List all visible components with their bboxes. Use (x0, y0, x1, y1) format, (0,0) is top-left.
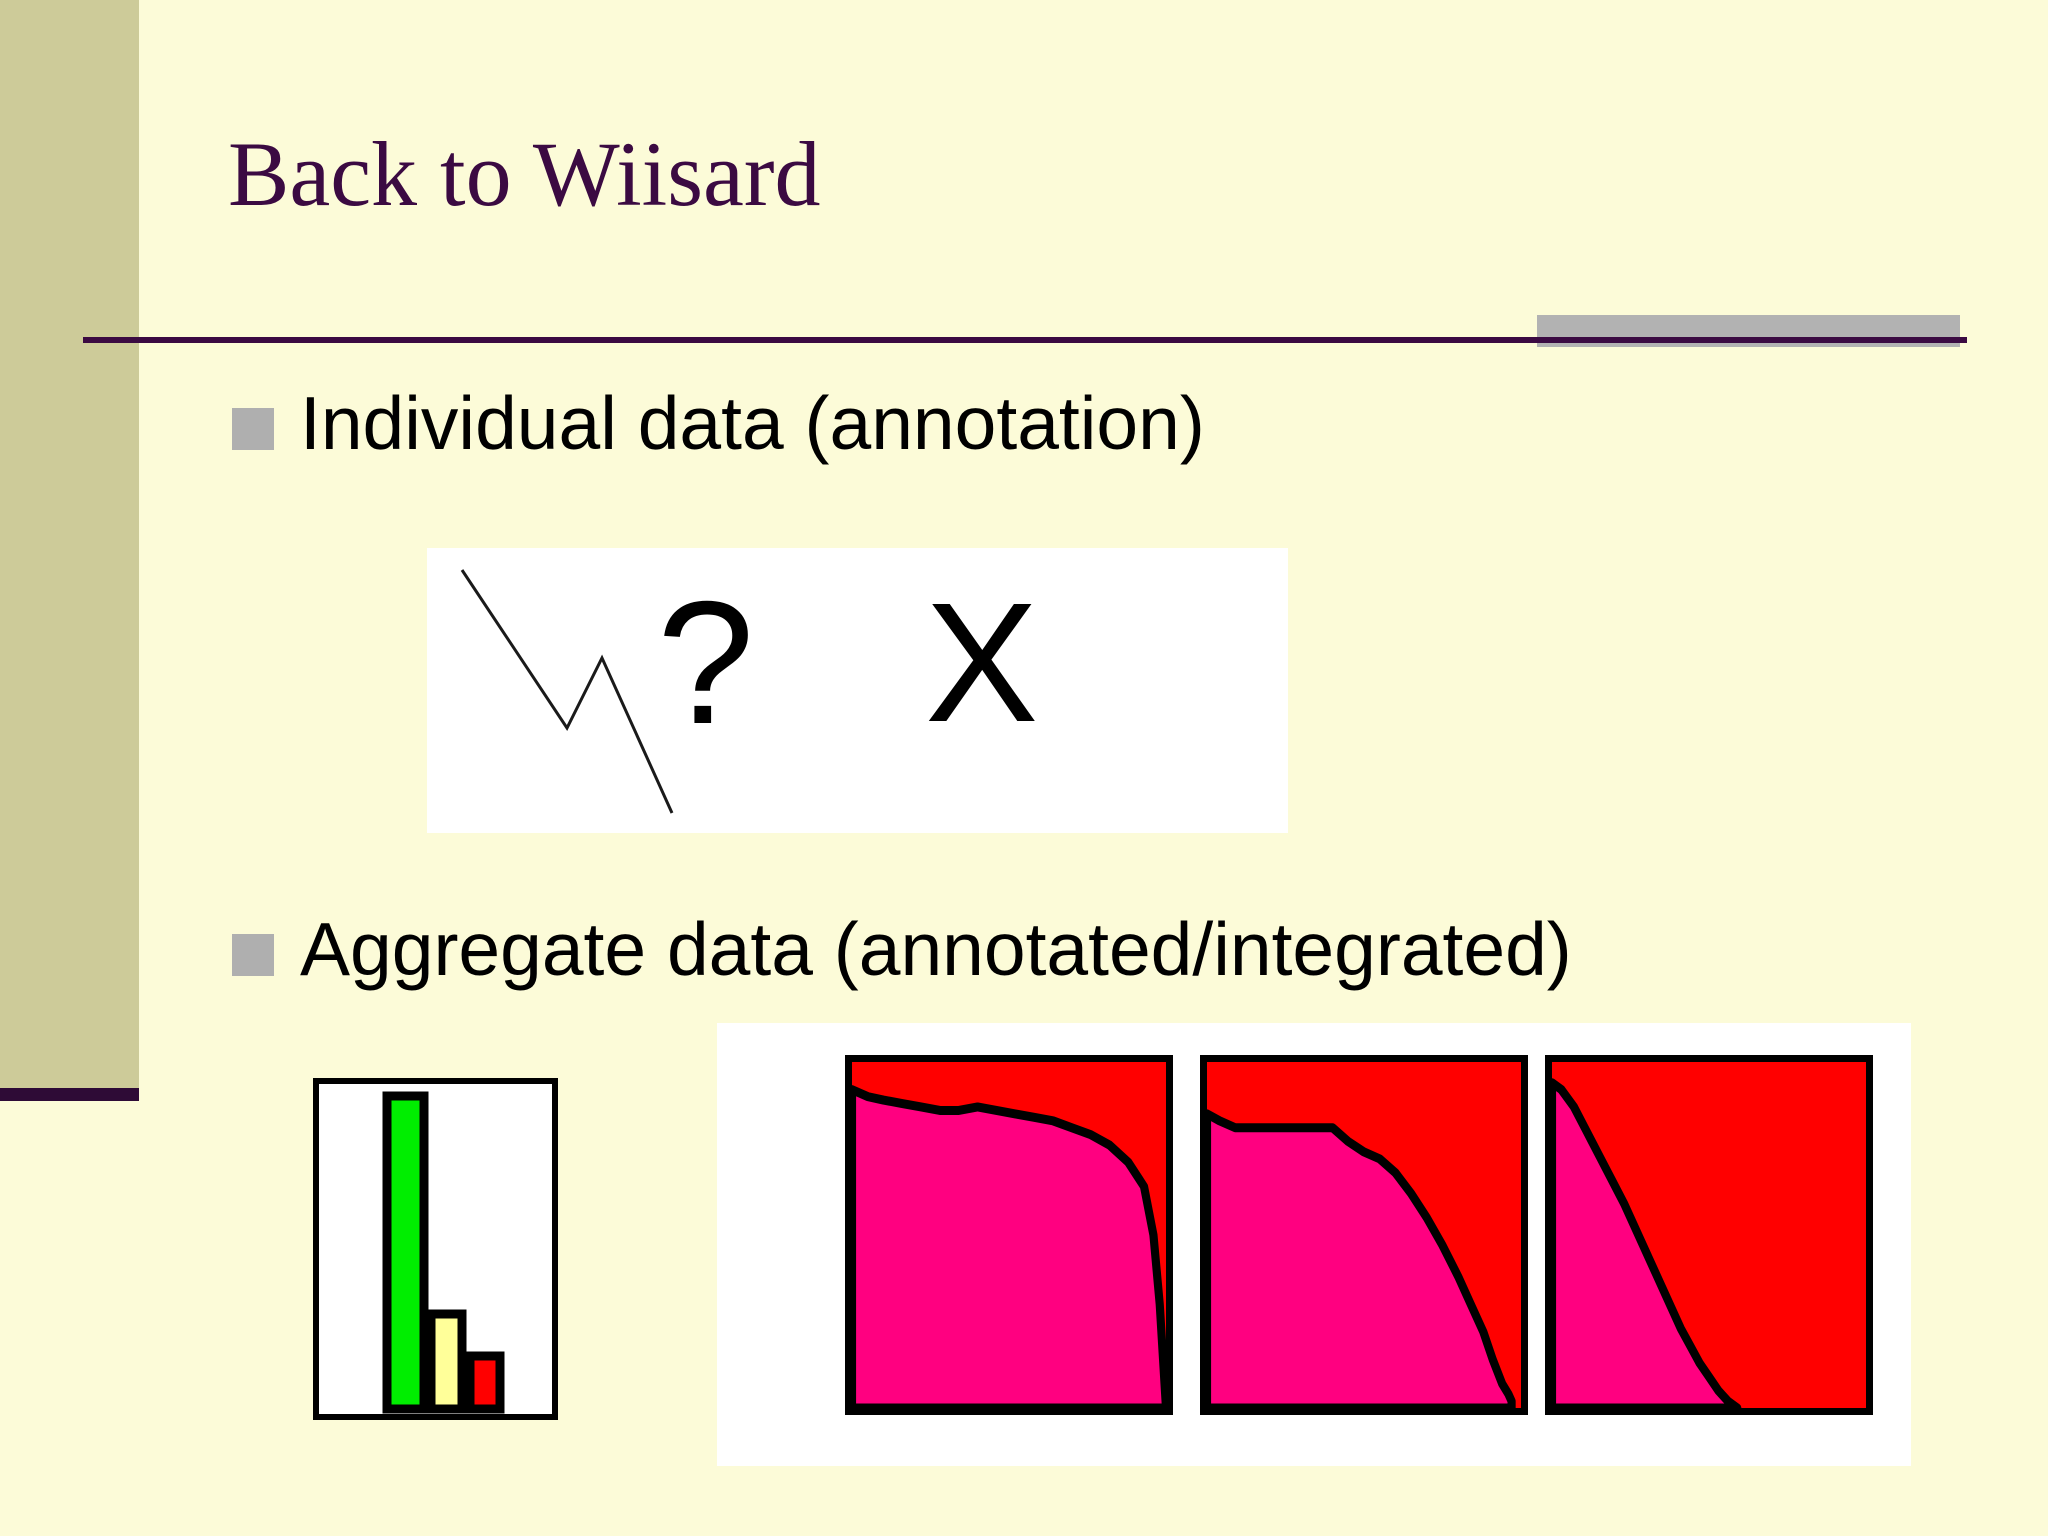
cross-x-icon: X (925, 568, 1039, 758)
area-chart-2 (1200, 1055, 1528, 1415)
sparkline-icon (460, 569, 674, 814)
square-bullet-icon (232, 934, 274, 976)
bar-red (465, 1351, 505, 1414)
area-chart-1-canvas (852, 1085, 1166, 1408)
bullet-item-individual-data: Individual data (annotation) (232, 386, 1205, 461)
individual-data-figure: ? X (427, 548, 1288, 833)
decorative-left-band (0, 0, 139, 1088)
bar-chart-canvas (382, 1091, 505, 1414)
bar-green (382, 1091, 429, 1414)
bullet-label: Individual data (annotation) (300, 381, 1205, 465)
area-chart-1 (845, 1055, 1173, 1415)
decorative-left-band-foot (0, 1088, 139, 1101)
aggregate-data-figure (717, 1023, 1911, 1466)
bar-yellow (426, 1309, 467, 1414)
page-title: Back to Wiisard (228, 123, 821, 225)
bullet-item-aggregate-data: Aggregate data (annotated/integrated) (232, 912, 1572, 987)
area-chart-3 (1545, 1055, 1873, 1415)
square-bullet-icon (232, 408, 274, 450)
area-chart-3-canvas (1552, 1078, 1742, 1408)
bar-chart (313, 1078, 558, 1420)
title-divider (83, 337, 1967, 343)
question-mark-icon: ? (657, 566, 755, 761)
bullet-label: Aggregate data (annotated/integrated) (300, 907, 1572, 991)
area-chart-2-canvas (1207, 1109, 1516, 1408)
